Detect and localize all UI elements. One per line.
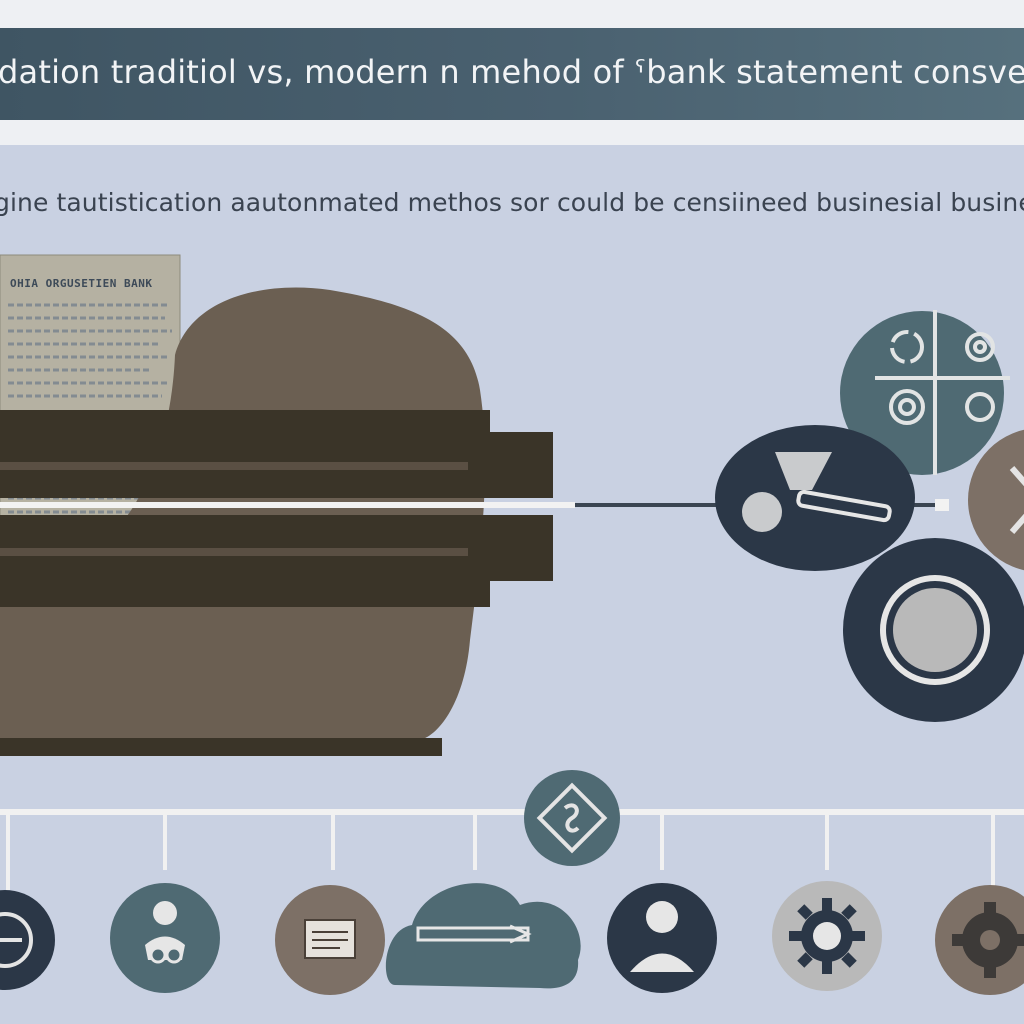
subtitle: gine tautistication aautonmated methos s… xyxy=(0,188,1024,217)
converter-press xyxy=(0,410,553,756)
document-icon xyxy=(304,919,356,959)
bottom-circle-3 xyxy=(275,885,385,995)
transfer-circle xyxy=(968,429,1024,571)
bottom-circle-7 xyxy=(935,885,1024,995)
bottom-circle-6 xyxy=(772,881,882,991)
automation-circle xyxy=(715,425,915,571)
analytics-circle xyxy=(840,310,1010,475)
target-icon xyxy=(875,310,1010,475)
gear-icon xyxy=(952,902,1024,978)
chevron-right-icon xyxy=(1009,466,1024,534)
document-heading: OHIA ORGUSETIEN BANK xyxy=(10,277,152,290)
timeline xyxy=(0,809,1024,890)
shield-circle xyxy=(524,770,620,866)
cloud-circle xyxy=(385,883,581,989)
bottom-circle-1 xyxy=(0,890,55,990)
transfer-icon xyxy=(796,489,892,523)
scan-icon xyxy=(0,912,33,968)
bottom-circle-5 xyxy=(607,883,717,993)
user-icon xyxy=(630,901,694,972)
gear-icon xyxy=(789,898,865,974)
document-shape-icon xyxy=(775,452,832,490)
shield-icon xyxy=(536,782,608,854)
page-title: dation traditiol vs, modern n mehod of ˤ… xyxy=(0,53,1024,91)
record-circle xyxy=(843,538,1024,722)
person-icon xyxy=(145,901,185,964)
machine-body xyxy=(0,287,486,740)
title-banner: dation traditiol vs, modern n mehod of ˤ… xyxy=(0,28,1024,120)
bottom-circle-2 xyxy=(110,883,220,993)
